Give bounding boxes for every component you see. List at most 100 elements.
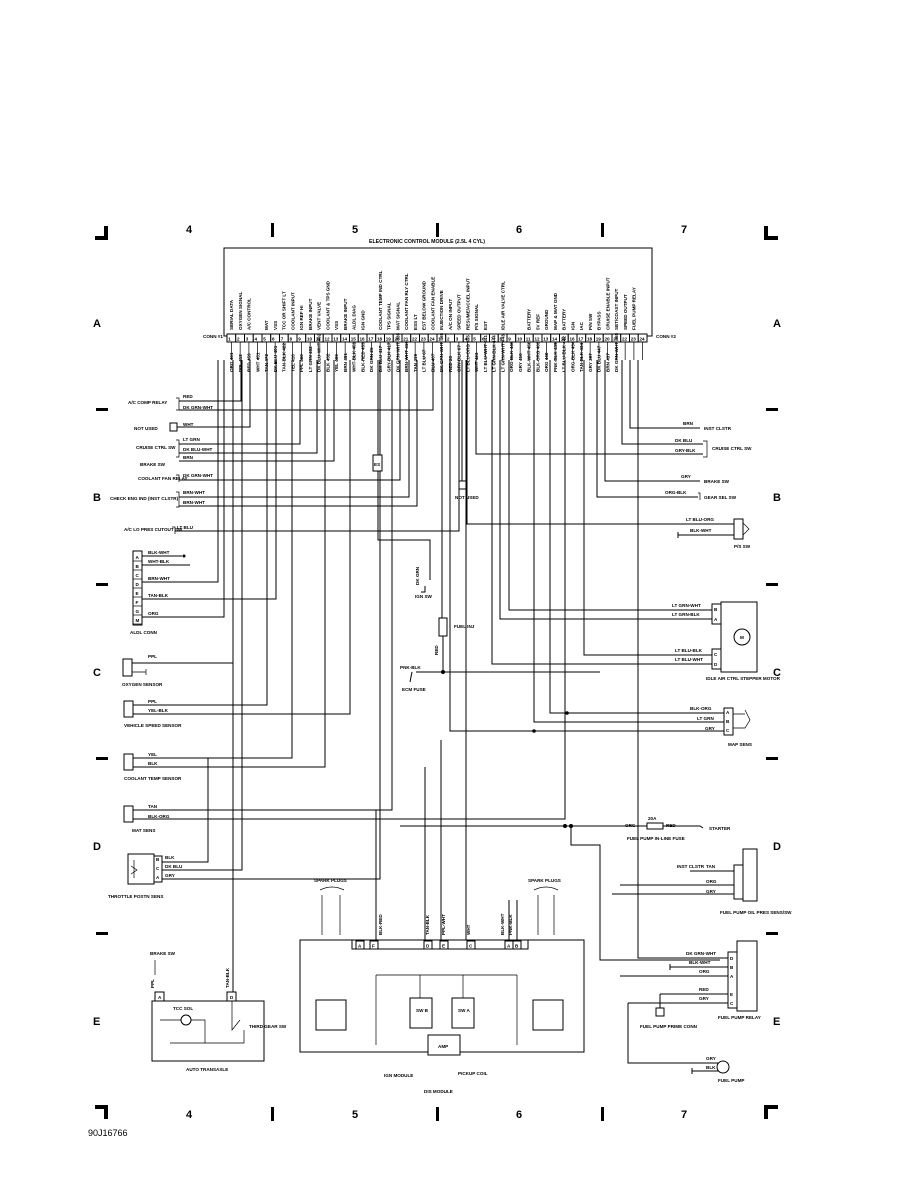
tcc-sol-label: TCC SOL	[173, 1006, 193, 1011]
trans-wire-2: TAN-BLK	[225, 967, 230, 988]
ecm-function-label: CRUISE ENABLE INPUT	[605, 277, 610, 330]
check-eng-ind-label: CHECK ENG IND (INST CLSTR)	[110, 496, 179, 501]
ign-sw-wire: DK GRN	[415, 566, 420, 585]
ecm-pin-number: 12	[324, 336, 330, 341]
third-gear-sw-label: THIRD GEAR SW	[249, 1024, 287, 1029]
ecm-pin-number: 21	[403, 336, 409, 341]
relay-pin-a: A	[730, 974, 734, 979]
ecm-function-label: BATTERY	[562, 309, 567, 330]
ecm-wire-label: BLK 452	[325, 353, 330, 372]
conn1-label: CONN #1	[203, 334, 223, 339]
coolant-temp-label: COOLANT TEMP SENSOR	[124, 776, 182, 781]
ecm-function-label: EST	[483, 321, 488, 330]
ecm-function-label: COOLANT TEMP IND CTRL	[378, 270, 383, 330]
ecm-pin-number: 6	[272, 336, 275, 341]
tps-pin-a: A	[156, 875, 160, 880]
aldl-pin-f: F	[136, 600, 139, 605]
ecm-function-label: P/S SIGNAL	[474, 304, 479, 330]
ecm-wire-drops	[231, 342, 644, 360]
dis-pin-box	[423, 940, 433, 950]
ecm-function-label: IDLE AIR VALVE CTRL	[500, 281, 505, 330]
mat-label: MAT SENS	[132, 828, 155, 833]
oil-pres-inst: INST CLSTR	[677, 864, 705, 869]
not-used-left-wire: WHT	[183, 422, 194, 427]
ecm-function-label: IGN	[570, 321, 575, 330]
grid-col-5-bottom: 5	[352, 1109, 358, 1121]
ecm-pin-number: 2	[447, 336, 450, 341]
dis-pin-d: D	[426, 944, 430, 949]
aldl-pin-g: G	[136, 609, 140, 614]
ecm-pin-number: 2	[237, 336, 240, 341]
ecm-pin-number: 9	[298, 336, 301, 341]
ecm-pin-number: 6	[482, 336, 485, 341]
ecm-pin-number: 7	[281, 336, 284, 341]
crop-marks	[95, 223, 778, 1121]
ecm-pin-number: 20	[394, 336, 400, 341]
tps-pin-b: B	[156, 857, 160, 862]
inst-clstr-wire: BRN	[683, 421, 694, 426]
dis-pin-a: A	[507, 944, 511, 949]
ecm-pin-number: 21	[613, 336, 619, 341]
ecm-function-label: SERIAL DATA	[229, 299, 234, 330]
ecm-pin-number: 16	[569, 336, 575, 341]
auto-transaxle: BRAKE SW PPL TAN-BLK A D TCC SOL THIRD G…	[150, 360, 287, 1072]
iac-wire-4: LT BLU-WHT	[675, 657, 703, 662]
spark-plugs-right: SPARK PLUGS	[528, 878, 561, 883]
cruise-ctrl-sw-left: CRUISE CTRL SW LT GRN DK BLU-WHT BRN BRA…	[136, 360, 335, 467]
grid-col-4-top: 4	[186, 224, 193, 236]
check-eng-wire-2: BRN-WHT	[183, 500, 205, 505]
relay-label: FUEL PUMP RELAY	[718, 1015, 761, 1020]
iac-motor-symbol: M	[740, 635, 744, 640]
ecm-pin-number: 18	[377, 336, 383, 341]
ecm-function-label: SPEED OUTPUT	[623, 294, 628, 330]
aldl-pin-m: M	[136, 618, 140, 623]
ecm-title: ELECTRONIC CONTROL MODULE (2.5L 4 CYL)	[369, 239, 485, 245]
dis-wire-1: BLK-RED	[378, 914, 383, 935]
throttle-position-sensor: B C A BLK DK BLU GRY THROTTLE POSTN SENS	[108, 360, 381, 899]
ign-module-label: IGN MODULE	[384, 1073, 413, 1078]
coolant-fan-relay-label: COOLANT FAN RELAY	[138, 476, 188, 481]
gear-sel-wire: ORG-BLK	[665, 490, 687, 495]
ps-sw-wire-2: BLK-WHT	[690, 528, 712, 533]
ecm-wire-label: YEL 409	[334, 354, 339, 372]
iac-wire-2: LT GRN-BLK	[672, 612, 700, 617]
brake-sw-left-label: BRAKE SW	[140, 462, 166, 467]
dis-wire-2: TAN-BLK	[425, 914, 430, 935]
dis-pin-c: C	[469, 944, 473, 949]
ac-lo-pres-cutout-sw: A/C LO PRES CUTOUT SW LT BLU	[124, 360, 460, 534]
ac-comp-relay-wire-2: DK GRN-WHT	[183, 405, 213, 410]
grid-row-d-left: D	[93, 841, 101, 853]
iac-label: IDLE AIR CTRL STEPPER MOTOR	[706, 676, 781, 681]
ac-comp-relay-label: A/C COMP RELAY	[128, 400, 167, 405]
ecm-function-label: COOLANT FAN ENABLE	[430, 277, 435, 330]
cruise-ctrl-sw-left-label: CRUISE CTRL SW	[136, 445, 176, 450]
ecm-pin-number: 14	[552, 336, 558, 341]
ac-comp-relay-wire-1: RED	[183, 394, 193, 399]
ecm-pin-number: 1	[438, 336, 441, 341]
trans-pin-d: D	[230, 995, 234, 1000]
sw-a-label: SW A	[458, 1008, 471, 1013]
ecm-pin-number: 3	[456, 336, 459, 341]
vss-wire-2: YEL-BLK	[148, 708, 169, 713]
grid-col-5-top: 5	[352, 224, 358, 236]
ecm-function-label: EST BELOW GROUND	[422, 280, 427, 330]
ecm-function-label: FUEL PUMP RELAY	[632, 287, 637, 330]
ecm-pin-number: 19	[386, 336, 392, 341]
relay-wire-3: ORG	[699, 969, 710, 974]
oil-pres-wire-1: TAN	[706, 864, 716, 869]
cruise-right-label: CRUISE CTRL SW	[712, 446, 752, 451]
grid-col-6-top: 6	[516, 224, 522, 236]
coolant-temp-wire-1: YEL	[148, 752, 157, 757]
tps-label: THROTTLE POSTN SENS	[108, 894, 163, 899]
ecm-wire-label: PPL 412	[238, 354, 243, 372]
dis-pin-box	[439, 940, 449, 950]
ecm-wire-label: BRN 451	[343, 353, 348, 372]
ign-sw-label: IGN SW	[415, 594, 433, 599]
relay-wire-1: DK GRN-WHT	[686, 951, 716, 956]
map-wire-1: BLK-ORG	[690, 706, 712, 711]
pump-label: FUEL PUMP	[718, 1078, 744, 1083]
ecm-wire-label: GRY 416	[518, 353, 523, 372]
